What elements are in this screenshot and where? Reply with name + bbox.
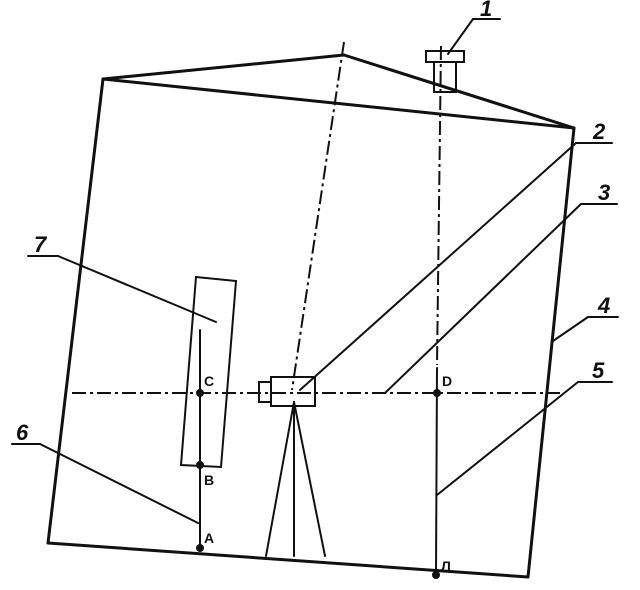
callout-leaders: [11, 18, 619, 524]
instrument-body: [270, 376, 316, 407]
tank-wall-outline: [46, 77, 576, 579]
callout-4: 4: [597, 293, 610, 318]
roof-line-left: [101, 53, 346, 81]
leader-5: [436, 381, 579, 496]
callout-2: 2: [592, 119, 606, 144]
vertical-sight-line: [436, 45, 442, 366]
tripod-leg-left: [265, 401, 295, 557]
leader-4: [552, 316, 589, 342]
callout-6: 6: [16, 420, 29, 445]
point-c-dot: [196, 389, 204, 397]
leveling-rod: [179, 275, 238, 469]
inclined-sight-line: [291, 41, 345, 391]
tripod-leg-right: [293, 401, 326, 557]
roof-hatch: [425, 50, 465, 93]
point-label-c: C: [204, 373, 214, 389]
callout-3: 3: [598, 180, 610, 205]
roof-line-right: [342, 53, 576, 130]
point-label-l: Л: [441, 558, 451, 574]
leader-1: [447, 18, 474, 55]
tank-body: [46, 53, 576, 579]
point-label-b: B: [204, 472, 214, 488]
point-b-dot: [196, 461, 204, 469]
hatch-cover: [425, 50, 465, 63]
callout-7: 7: [34, 232, 48, 257]
point-d-dot: [433, 389, 441, 397]
leader-3: [384, 203, 582, 394]
point-label-d: D: [442, 373, 452, 389]
leader-6: [39, 443, 199, 524]
callout-1: 1: [480, 0, 492, 21]
hatch-neck: [433, 61, 457, 93]
leader-2: [299, 142, 577, 391]
point-a-dot: [196, 544, 204, 552]
point-label-a: A: [204, 530, 214, 546]
level-instrument: [258, 376, 316, 407]
leader-7: [57, 255, 217, 323]
callout-5: 5: [592, 358, 605, 383]
tripod: [265, 401, 326, 557]
point-l-dot: [432, 571, 440, 579]
plumb-line-d-l: [435, 367, 438, 576]
